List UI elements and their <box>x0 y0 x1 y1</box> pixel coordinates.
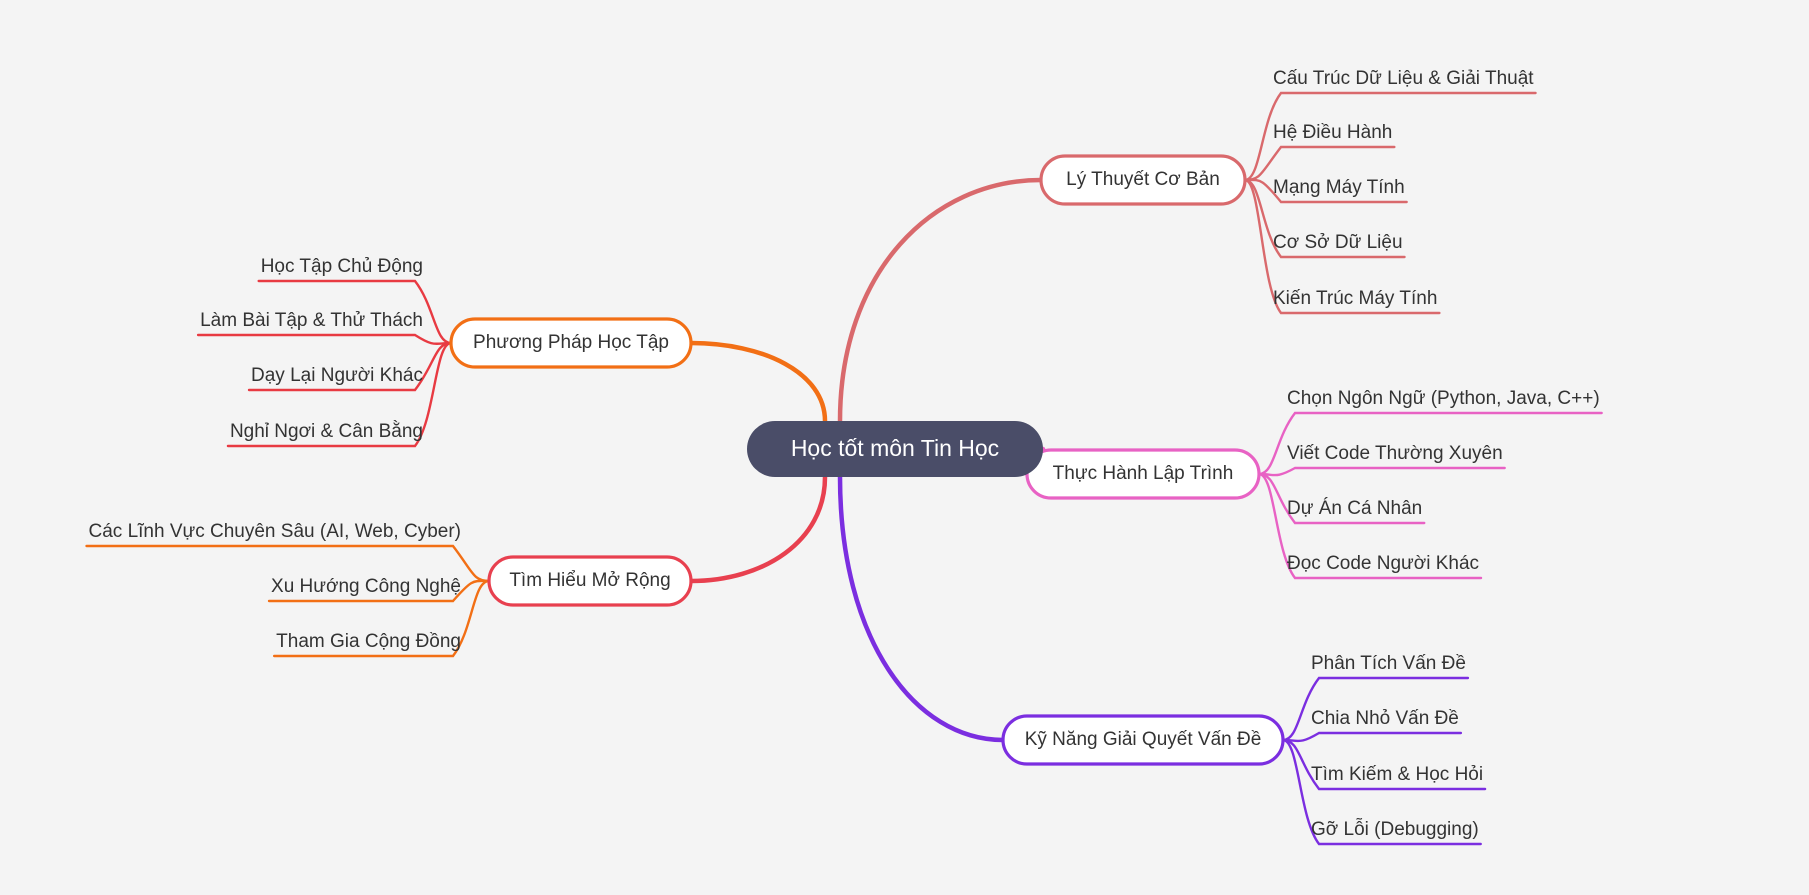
leaf-connector <box>257 279 453 345</box>
leaf-connector <box>247 341 453 392</box>
leaf-connector <box>1257 411 1603 476</box>
leaf-label: Mạng Máy Tính <box>1273 177 1405 198</box>
connector-root-to-ky-nang-giai-quyet-van-de <box>837 474 1006 743</box>
branch-node-tim-hieu-mo-rong[interactable] <box>487 555 693 607</box>
leaf-label: Nghỉ Ngơi & Cân Bằng <box>230 420 423 442</box>
branch-node-phuong-phap-hoc-tap[interactable] <box>449 317 693 369</box>
leaf-connector <box>1281 738 1482 846</box>
leaf-label: Gỡ Lỗi (Debugging) <box>1311 818 1479 840</box>
leaf-label: Tham Gia Cộng Đồng <box>276 631 461 652</box>
leaf-connector <box>272 579 491 658</box>
leaf-label: Các Lĩnh Vực Chuyên Sâu (AI, Web, Cyber) <box>89 521 461 542</box>
leaf-connector <box>1257 472 1483 580</box>
leaf-label: Chọn Ngôn Ngữ (Python, Java, C++) <box>1287 388 1600 409</box>
leaf-connector <box>1281 676 1470 742</box>
leaf-connector <box>1243 91 1537 182</box>
leaf-label: Cơ Sở Dữ Liệu <box>1273 232 1403 253</box>
leaf-connector <box>1257 472 1426 525</box>
connector-root-to-ly-thuyet-co-ban <box>837 177 1044 424</box>
leaf-connector <box>267 579 491 603</box>
leaf-connector <box>1281 731 1463 743</box>
leaf-label: Tìm Kiếm & Học Hỏi <box>1311 764 1483 785</box>
branch-label-tim-hieu-mo-rong: Tìm Hiểu Mở Rộng <box>509 570 670 591</box>
leaf-label: Làm Bài Tập & Thử Thách <box>200 310 423 331</box>
branch-label-ly-thuyet-co-ban: Lý Thuyết Cơ Bản <box>1066 169 1220 190</box>
leaf-connector <box>1243 178 1408 204</box>
leaf-label: Phân Tích Vấn Đề <box>1311 653 1466 674</box>
connector-root-to-phuong-phap-hoc-tap <box>688 340 828 424</box>
leaf-connector <box>226 341 453 448</box>
leaf-label: Học Tập Chủ Động <box>261 256 423 277</box>
branch-node-ky-nang-giai-quyet-van-de[interactable] <box>1001 714 1285 766</box>
leaf-connector <box>1281 738 1487 791</box>
leaf-label: Cấu Trúc Dữ Liệu & Giải Thuật <box>1273 68 1534 89</box>
leaf-connector <box>196 333 453 346</box>
leaf-label: Hệ Điều Hành <box>1273 122 1392 143</box>
leaf-label: Viết Code Thường Xuyên <box>1287 443 1503 464</box>
leaf-label: Xu Hướng Công Nghệ <box>271 576 461 597</box>
root-label: Học tốt môn Tin Học <box>791 435 999 461</box>
connector-root-to-tim-hieu-mo-rong <box>688 474 828 584</box>
branch-label-thuc-hanh-lap-trinh: Thực Hành Lập Trình <box>1053 463 1234 484</box>
branch-label-phuong-phap-hoc-tap: Phương Pháp Học Tập <box>473 332 669 353</box>
leaf-label: Dạy Lại Người Khác <box>251 365 423 386</box>
root-node-layer: Học tốt môn Tin Học <box>747 421 1043 477</box>
leaf-connector <box>1257 466 1506 477</box>
leaf-connector <box>1243 145 1396 182</box>
branch-node-ly-thuyet-co-ban[interactable] <box>1039 154 1247 206</box>
leaf-label: Kiến Trúc Máy Tính <box>1273 288 1437 309</box>
leaf-layer: Cấu Trúc Dữ Liệu & Giải Thuật Hệ Điều Hàn… <box>85 68 1603 846</box>
leaf-label: Chia Nhỏ Vấn Đề <box>1311 708 1459 729</box>
connector-layer <box>688 177 1046 743</box>
leaf-label: Dự Án Cá Nhân <box>1287 498 1422 519</box>
branch-label-ky-nang-giai-quyet-van-de: Kỹ Năng Giải Quyết Vấn Đề <box>1025 729 1262 750</box>
leaf-connector <box>1243 178 1441 315</box>
root-node[interactable] <box>747 421 1043 477</box>
leaf-label: Đọc Code Người Khác <box>1287 553 1479 574</box>
